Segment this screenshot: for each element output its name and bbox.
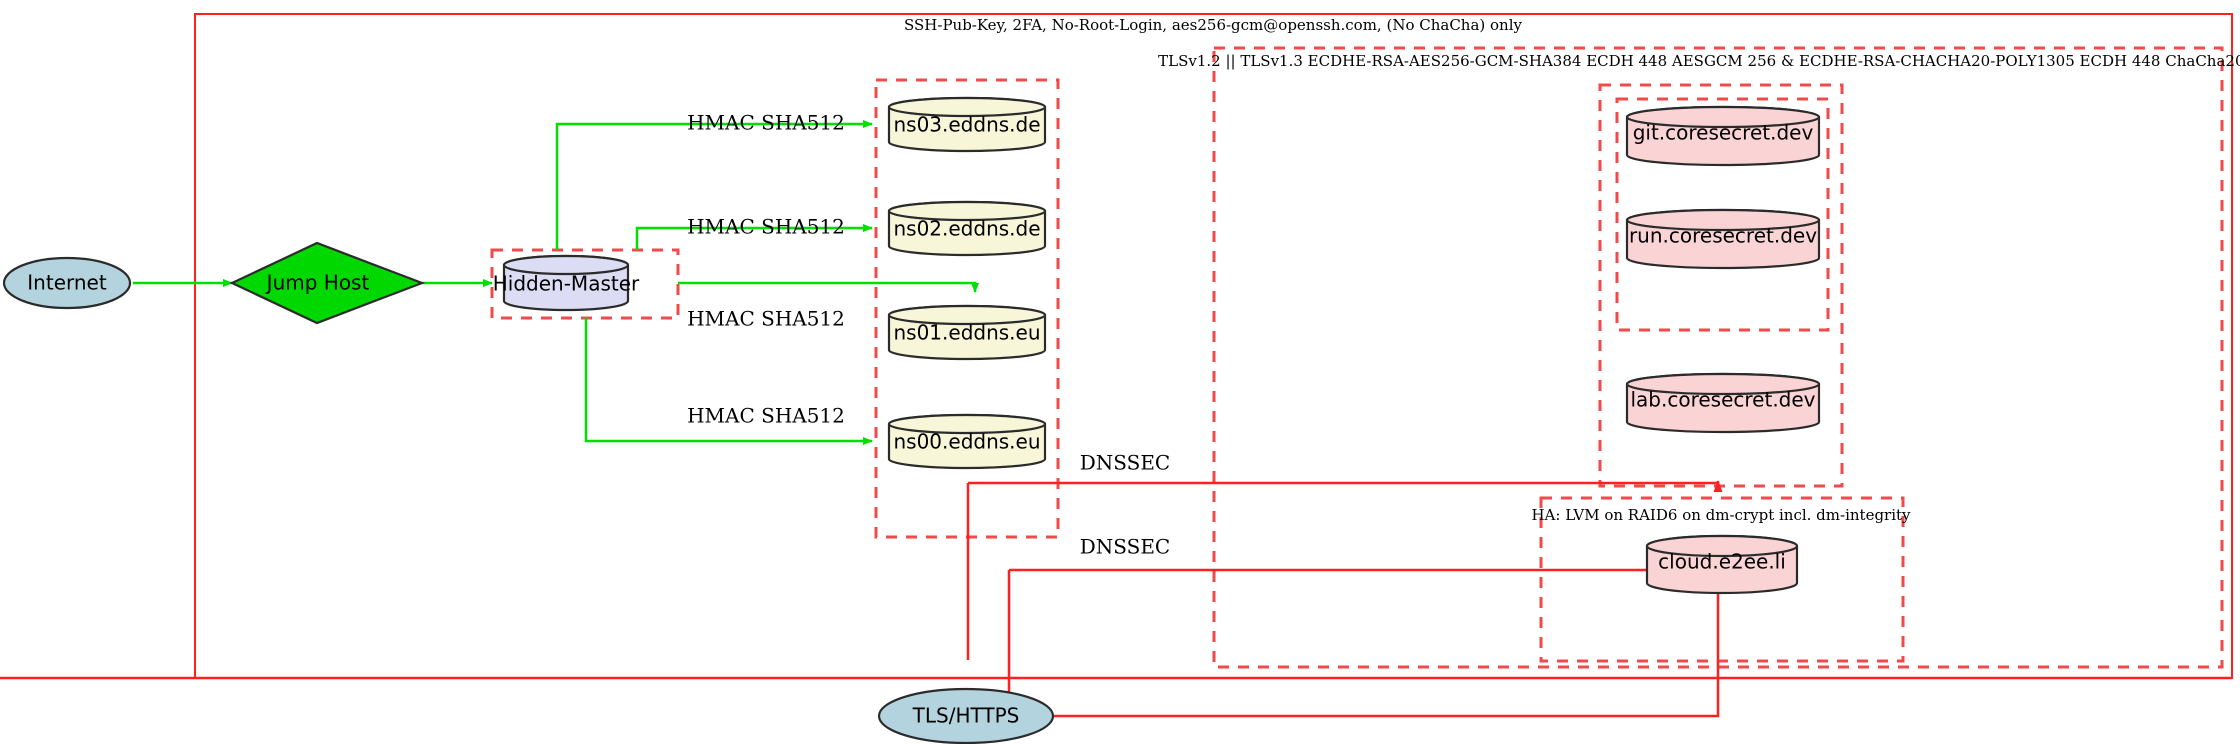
edge-hiddenmaster-to-ns01 <box>678 281 979 293</box>
edge-label-hmac-ns03: HMAC SHA512 <box>687 111 845 135</box>
edge-label-hmac-ns00: HMAC SHA512 <box>687 404 845 428</box>
node-git-coresecret[interactable]: git.coresecret.dev <box>1625 105 1821 167</box>
node-ns00-label: ns00.eddns.eu <box>893 430 1040 454</box>
edge-dnssec-lower-run <box>1009 567 1723 579</box>
node-ns02-label: ns02.eddns.de <box>893 217 1040 241</box>
node-cloud-e2ee[interactable]: cloud.e2ee.li <box>1645 534 1799 595</box>
node-hidden-master-label: Hidden-Master <box>493 272 640 296</box>
node-ns02[interactable]: ns02.eddns.de <box>887 200 1047 257</box>
edge-tlshttps-to-services <box>1053 570 1720 718</box>
node-ns00[interactable]: ns00.eddns.eu <box>887 413 1047 470</box>
edge-hiddenmaster-to-ns00 <box>584 318 873 445</box>
node-lab-coresecret[interactable]: lab.coresecret.dev <box>1625 372 1821 434</box>
node-internet[interactable]: Internet <box>2 256 132 310</box>
node-tls-https-label: TLS/HTTPS <box>912 704 1020 728</box>
edge-hiddenmaster-to-ns03 <box>555 120 873 250</box>
node-lab-coresecret-label: lab.coresecret.dev <box>1630 388 1815 412</box>
node-cloud-e2ee-label: cloud.e2ee.li <box>1658 550 1786 574</box>
edge-label-hmac-ns02: HMAC SHA512 <box>687 215 845 239</box>
edge-hiddenmaster-to-ns02 <box>635 224 873 250</box>
node-tls-https[interactable]: TLS/HTTPS <box>877 687 1055 744</box>
cluster-tls-zone-label: TLSv1.2 || TLSv1.3 ECDHE-RSA-AES256-GCM-… <box>1158 52 2240 70</box>
node-ns03[interactable]: ns03.eddns.de <box>887 96 1047 153</box>
cluster-ssh-zone-label: SSH-Pub-Key, 2FA, No-Root-Login, aes256-… <box>904 16 1523 34</box>
cluster-ha-zone: HA: LVM on RAID6 on dm-crypt incl. dm-in… <box>1531 496 1911 663</box>
node-ns01[interactable]: ns01.eddns.eu <box>887 304 1047 361</box>
node-hidden-master[interactable]: Hidden-Master <box>493 254 640 312</box>
cluster-coresecret-inner-zone <box>1615 97 1830 332</box>
cluster-ha-zone-label: HA: LVM on RAID6 on dm-crypt incl. dm-in… <box>1531 506 1911 524</box>
edge-label-dnssec-lower: DNSSEC <box>1080 535 1171 559</box>
edge-label-hmac-ns01: HMAC SHA512 <box>687 307 845 331</box>
node-internet-label: Internet <box>27 271 107 295</box>
node-run-coresecret[interactable]: run.coresecret.dev <box>1625 208 1821 270</box>
edge-dnssec-upper-run <box>968 480 1723 492</box>
node-jump-host-label: Jump Host <box>265 271 370 295</box>
node-jump-host[interactable]: Jump Host <box>229 241 426 325</box>
node-ns01-label: ns01.eddns.eu <box>893 321 1040 345</box>
edge-label-dnssec-upper: DNSSEC <box>1080 451 1171 475</box>
node-run-coresecret-label: run.coresecret.dev <box>1629 224 1817 248</box>
node-git-coresecret-label: git.coresecret.dev <box>1633 121 1814 145</box>
node-ns03-label: ns03.eddns.de <box>893 113 1040 137</box>
